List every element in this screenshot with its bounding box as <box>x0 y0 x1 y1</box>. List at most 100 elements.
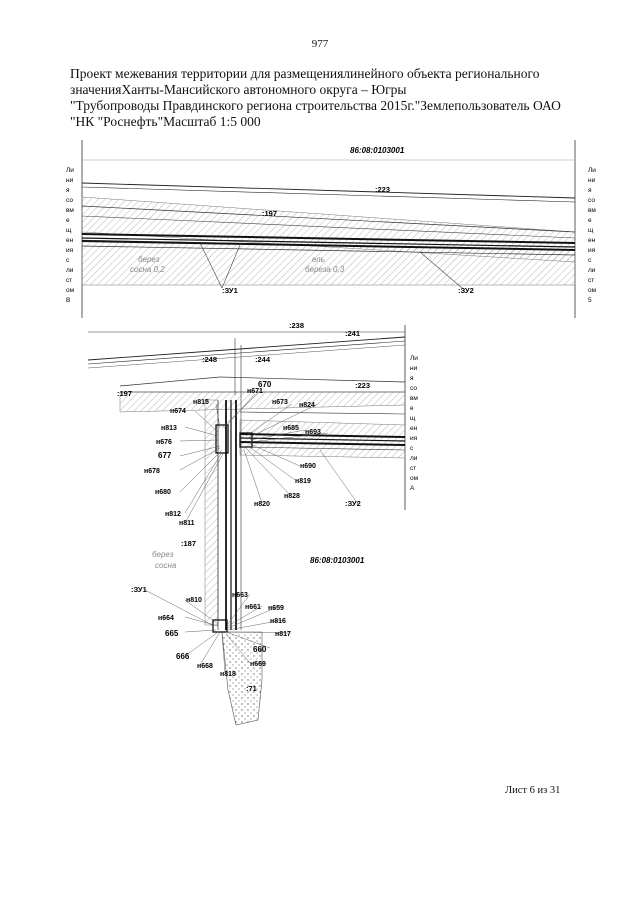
legend-text: Ли <box>588 167 596 174</box>
legend-text: ст <box>66 277 72 284</box>
legend-text: Ли <box>66 167 74 174</box>
legend-text: ст <box>410 465 416 472</box>
point-label: 665 <box>165 629 179 638</box>
legend-text: е <box>410 405 414 412</box>
legend-text: с <box>66 257 70 264</box>
legend-text: со <box>588 197 595 204</box>
legend-text: ли <box>410 455 418 462</box>
point-label: н819 <box>295 478 311 485</box>
point-label: н661 <box>245 604 261 611</box>
point-label: н690 <box>300 463 316 470</box>
point-label: н817 <box>275 631 291 638</box>
point-label: н685 <box>283 425 299 432</box>
point-label: н668 <box>197 663 213 670</box>
point-label: 660 <box>253 645 267 654</box>
legend-text: щ <box>66 227 72 234</box>
legend-left: Ли ни я со вм е щ ен ия с ли ст ом В <box>66 167 75 304</box>
legend-text: ия <box>410 435 418 442</box>
document-title: Проект межевания территории для размещен… <box>70 66 610 130</box>
point-label: н816 <box>270 618 286 625</box>
parcel-label: :197 <box>262 209 277 218</box>
point-label: 666 <box>176 652 190 661</box>
legend-text: ом <box>410 475 419 482</box>
legend-text: с <box>410 445 414 452</box>
legend-text: вм <box>410 395 418 402</box>
vegetation-label: сосна 0,2 <box>130 265 165 274</box>
vegetation-label: берез <box>138 255 160 264</box>
parcel-label: :244 <box>255 355 271 364</box>
point-label: н680 <box>155 489 171 496</box>
legend-text: ом <box>66 287 75 294</box>
legend-text: со <box>66 197 73 204</box>
point-label: н673 <box>272 399 288 406</box>
point-label: 677 <box>158 451 172 460</box>
legend-text: ом <box>588 287 597 294</box>
parcel-label: :71 <box>246 684 257 693</box>
legend-text: вм <box>588 207 596 214</box>
point-label: н811 <box>179 520 195 527</box>
cadastral-quarter-label: 86:08:0103001 <box>350 146 405 155</box>
point-label: н664 <box>158 615 174 622</box>
legend-text: ли <box>588 267 596 274</box>
legend-text: ен <box>588 237 596 244</box>
point-label: н678 <box>144 468 160 475</box>
legend-text: А <box>410 485 415 492</box>
point-label: н659 <box>268 605 284 612</box>
legend-text: е <box>588 217 592 224</box>
legend-text: ст <box>588 277 594 284</box>
parcel-label: :ЗУ2 <box>345 499 361 508</box>
point-label: н671 <box>247 388 263 395</box>
point-label: н674 <box>170 408 186 415</box>
point-label: н676 <box>156 439 172 446</box>
legend-text: Ли <box>410 355 418 362</box>
legend-text: ли <box>66 267 74 274</box>
point-label: н812 <box>165 511 181 518</box>
legend-text: ия <box>66 247 74 254</box>
legend-text: 5 <box>588 297 592 304</box>
legend-right: Ли ни я со вм е щ ен ия с ли ст ом А <box>410 355 419 492</box>
legend-text: с <box>588 257 592 264</box>
legend-text: ен <box>66 237 74 244</box>
parcel-label: :ЗУ1 <box>131 585 147 594</box>
point-label: н693 <box>305 429 321 436</box>
map-fragment-bottom: 86:08:0103001 :238 :241 :248 :244 :223 :… <box>87 321 419 726</box>
legend-text: ни <box>410 365 418 372</box>
parcel-label: :223 <box>375 185 390 194</box>
point-label: н818 <box>220 671 236 678</box>
vegetation-label: ель <box>312 255 325 264</box>
legend-text: ни <box>66 177 74 184</box>
legend-right: Ли ни я со вм е щ ен ия с ли ст ом 5 <box>588 167 597 304</box>
legend-text: я <box>66 187 70 194</box>
parcel-label: :238 <box>289 321 304 330</box>
legend-text: В <box>66 297 70 304</box>
cadastral-quarter-label: 86:08:0103001 <box>310 556 365 565</box>
vegetation-label: берез <box>152 550 174 559</box>
legend-text: ни <box>588 177 596 184</box>
point-label: 670 <box>258 380 272 389</box>
legend-text: ен <box>410 425 418 432</box>
point-label: н813 <box>161 425 177 432</box>
point-label: н820 <box>254 501 270 508</box>
point-label: н810 <box>186 597 202 604</box>
legend-text: е <box>66 217 70 224</box>
title-line: "НК "Роснефть"Масштаб 1:5 000 <box>70 114 261 129</box>
parcel-label: :197 <box>117 389 132 398</box>
parcel-label: :ЗУ2 <box>458 286 474 295</box>
parcel-label: :ЗУ1 <box>222 286 238 295</box>
parcel-label: :241 <box>345 329 360 338</box>
legend-text: ия <box>588 247 596 254</box>
legend-text: я <box>410 375 414 382</box>
point-label: н663 <box>232 592 248 599</box>
map-fragment-top: 86:08:0103001 :223 :197 :ЗУ1 :ЗУ2 берез … <box>66 140 597 318</box>
point-label: н815 <box>193 399 209 406</box>
title-line: Проект межевания территории для размещен… <box>70 66 540 81</box>
legend-text: я <box>588 187 592 194</box>
vegetation-label: береза 0,3 <box>305 265 345 274</box>
parcel-label: :187 <box>181 539 196 548</box>
point-label: н669 <box>250 661 266 668</box>
vegetation-label: сосна <box>155 561 177 570</box>
title-line: значенияХанты-Мансийского автономного ок… <box>70 82 407 97</box>
point-label: н828 <box>284 493 300 500</box>
legend-text: вм <box>66 207 74 214</box>
parcel-label: :223 <box>355 381 370 390</box>
